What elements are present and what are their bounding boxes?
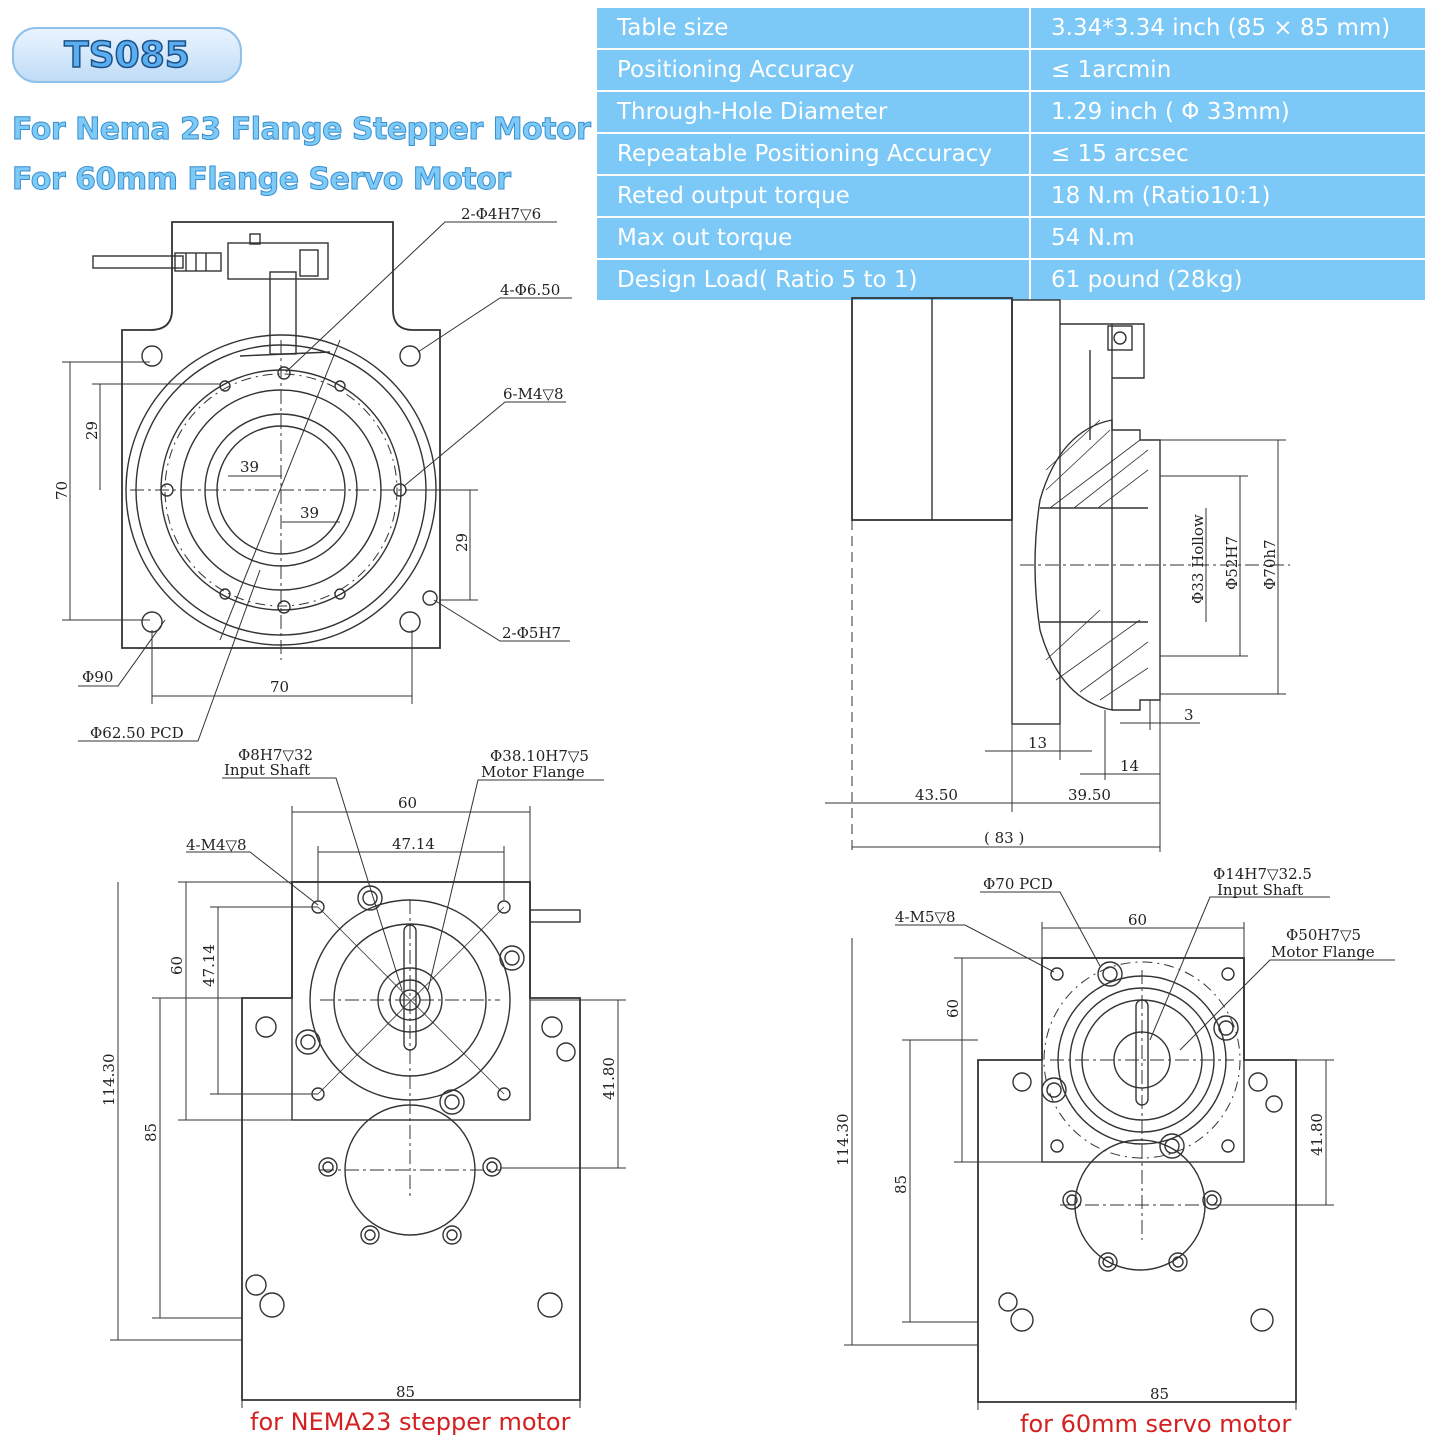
dim-85-height: 85 <box>142 1123 160 1142</box>
callout-servo-flange-spec: Φ50H7▽5 <box>1286 926 1361 944</box>
dim-60-width: 60 <box>398 794 417 812</box>
dim-d52: Φ52H7 <box>1223 536 1241 590</box>
dim-60-height: 60 <box>168 956 186 975</box>
callout-servo-shaft-spec: Φ14H7▽32.5 <box>1213 865 1312 883</box>
side-view: Φ33 Hollow Φ52H7 Φ70h7 3 13 14 43.50 39.… <box>825 297 1290 852</box>
dim-hollow: Φ33 Hollow <box>1189 514 1207 604</box>
callout-servo-pcd: Φ70 PCD <box>983 875 1053 893</box>
spec-row: Repeatable Positioning Accuracy≤ 15 arcs… <box>595 132 1427 176</box>
spec-value: ≤ 15 arcsec <box>1029 132 1427 176</box>
dim-47-height: 47.14 <box>200 944 218 987</box>
callout-input-shaft-label: Input Shaft <box>224 761 310 779</box>
stepper-view: Φ8H7▽32 Input Shaft Φ38.10H7▽5 Motor Fla… <box>100 746 626 1408</box>
dim-39-top: 39 <box>240 458 259 476</box>
dim-14: 14 <box>1120 757 1139 775</box>
spec-row: Positioning Accuracy≤ 1arcmin <box>595 48 1427 92</box>
subtitle-servo: For 60mm Flange Servo Motor <box>12 162 512 198</box>
caption-stepper: for NEMA23 stepper motor <box>250 1408 571 1436</box>
spec-value: ≤ 1arcmin <box>1029 48 1427 92</box>
spec-label: Table size <box>595 6 1031 50</box>
spec-row: Design Load( Ratio 5 to 1)61 pound (28kg… <box>595 258 1427 302</box>
dim-85-width: 85 <box>396 1383 415 1401</box>
dim-43-50: 43.50 <box>915 786 958 804</box>
dim-d70: Φ70h7 <box>1261 539 1279 590</box>
dim-servo-41-height: 41.80 <box>1308 1113 1326 1156</box>
spec-label: Design Load( Ratio 5 to 1) <box>595 258 1031 302</box>
dim-servo-60-width: 60 <box>1128 911 1147 929</box>
servo-view: Φ70 PCD Φ14H7▽32.5 Input Shaft Φ50H7▽5 M… <box>834 865 1395 1410</box>
caption-servo: for 60mm servo motor <box>1020 1410 1292 1438</box>
dim-41-height: 41.80 <box>600 1057 618 1100</box>
spec-value: 3.34*3.34 inch (85 × 85 mm) <box>1029 6 1427 50</box>
callout-thread-hole: 6-M4▽8 <box>503 385 564 403</box>
dim-47-width: 47.14 <box>392 835 435 853</box>
dim-39-50: 39.50 <box>1068 786 1111 804</box>
dim-13: 13 <box>1028 734 1047 752</box>
dim-83: ( 83 ) <box>984 829 1024 847</box>
dim-70-width: 70 <box>270 678 289 696</box>
callout-mount-threads: 4-M4▽8 <box>186 836 247 854</box>
dim-39-bottom: 39 <box>300 504 319 522</box>
dim-servo-60-height: 60 <box>944 999 962 1018</box>
callout-pcd: Φ62.50 PCD <box>90 724 184 742</box>
callout-servo-threads: 4-M5▽8 <box>895 908 956 926</box>
dim-servo-85-width: 85 <box>1150 1385 1169 1403</box>
callout-mount-hole: 4-Φ6.50 <box>500 281 560 299</box>
spec-label: Positioning Accuracy <box>595 48 1031 92</box>
callout-pin-hole: 2-Φ5H7 <box>502 624 561 642</box>
dim-servo-114-height: 114.30 <box>834 1114 852 1167</box>
dim-29-left: 29 <box>83 421 101 440</box>
callout-flange-spec: Φ38.10H7▽5 <box>490 747 589 765</box>
dim-3: 3 <box>1184 706 1194 724</box>
callout-input-shaft-spec: Φ8H7▽32 <box>238 746 313 764</box>
callout-dowel-hole: 2-Φ4H7▽6 <box>461 205 541 223</box>
spec-label: Max out torque <box>595 216 1031 260</box>
spec-label: Repeatable Positioning Accuracy <box>595 132 1031 176</box>
callout-servo-flange-label: Motor Flange <box>1271 943 1375 961</box>
dim-70-height: 70 <box>53 481 71 500</box>
callout-servo-shaft-label: Input Shaft <box>1217 881 1303 899</box>
dim-29-right: 29 <box>453 533 471 552</box>
dim-114-height: 114.30 <box>100 1054 118 1107</box>
callout-outer-diameter: Φ90 <box>82 668 113 686</box>
spec-value: 18 N.m (Ratio10:1) <box>1029 174 1427 218</box>
spec-value: 54 N.m <box>1029 216 1427 260</box>
spec-label: Through-Hole Diameter <box>595 90 1031 134</box>
subtitle-stepper: For Nema 23 Flange Stepper Motor <box>11 112 591 148</box>
model-badge: TS085 <box>12 27 242 83</box>
callout-flange-label: Motor Flange <box>481 763 585 781</box>
dim-servo-85-height: 85 <box>892 1175 910 1194</box>
spec-value: 1.29 inch ( Φ 33mm) <box>1029 90 1427 134</box>
top-view: 2-Φ4H7▽6 4-Φ6.50 6-M4▽8 2-Φ5H7 Φ90 Φ62.5… <box>53 205 572 742</box>
spec-value: 61 pound (28kg) <box>1029 258 1427 302</box>
spec-label: Reted output torque <box>595 174 1031 218</box>
